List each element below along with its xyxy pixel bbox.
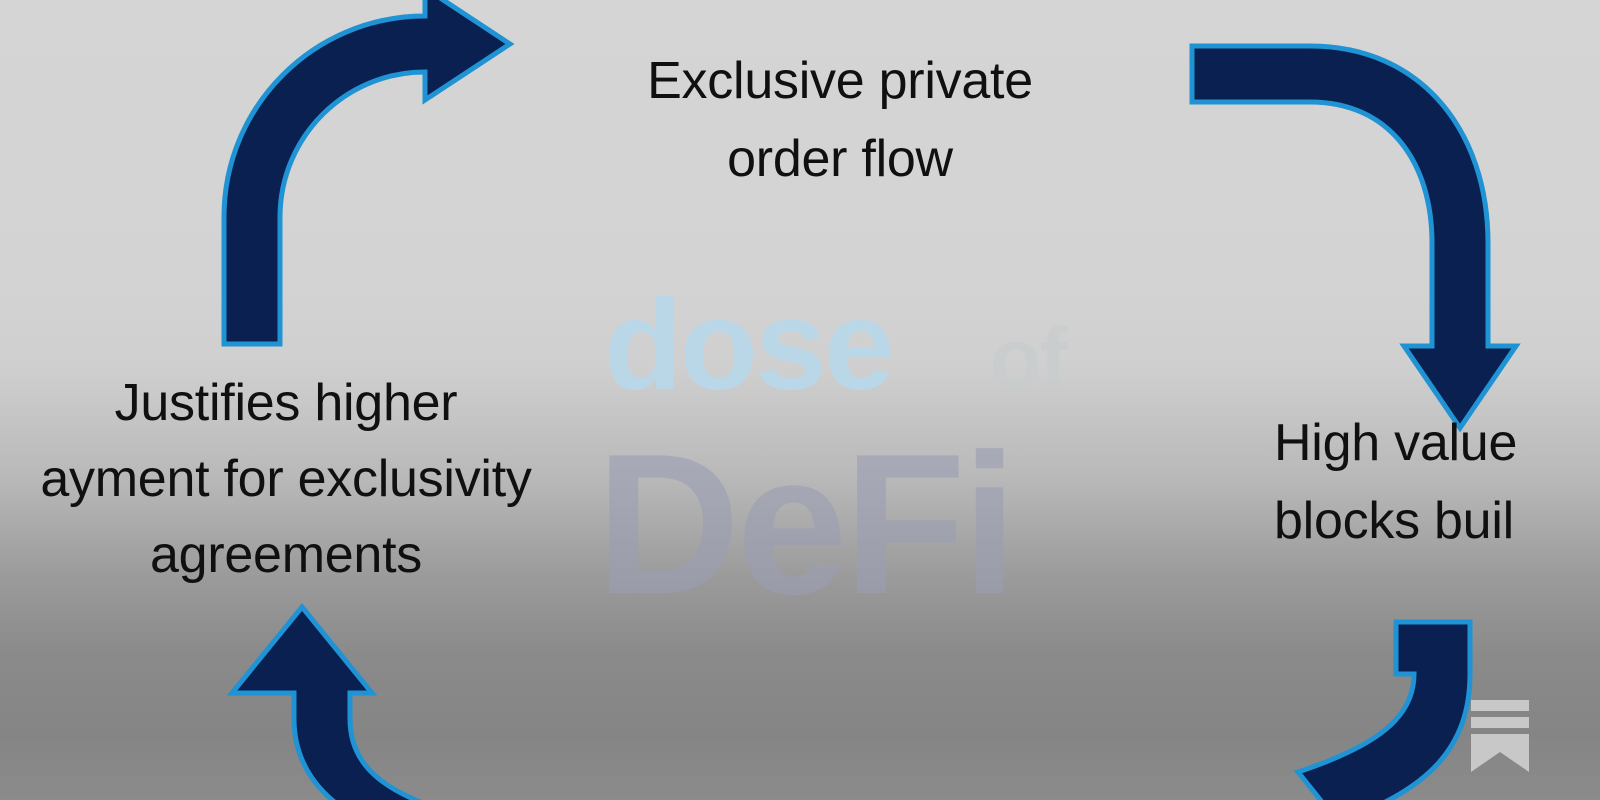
watermark-word-defi: DeFi <box>596 413 1017 636</box>
label-left-line-2: ayment for exclusivity <box>40 450 532 508</box>
curved-arrow-up-right-icon <box>221 0 515 347</box>
curved-arrow-right-down-icon <box>1189 43 1521 433</box>
label-right-line-2: blocks buil <box>1274 492 1514 550</box>
label-left-line-3: agreements <box>150 526 422 584</box>
label-top: Exclusive private order flow <box>560 42 1120 198</box>
label-right-line-1: High value <box>1274 414 1518 472</box>
curved-arrow-left-up-icon <box>226 603 423 800</box>
label-left-line-1: Justifies higher <box>114 374 458 432</box>
label-right: High value blocks buil <box>1274 404 1600 560</box>
label-top-line-2: order flow <box>727 130 953 188</box>
watermark-word-of: of <box>990 311 1068 405</box>
label-left: Justifies higher ayment for exclusivity … <box>0 365 594 593</box>
label-top-line-1: Exclusive private <box>647 52 1033 110</box>
curved-arrow-down-left-icon <box>1293 619 1473 800</box>
substack-logo-icon <box>1471 700 1529 772</box>
watermark-word-dose: dose <box>604 274 895 417</box>
